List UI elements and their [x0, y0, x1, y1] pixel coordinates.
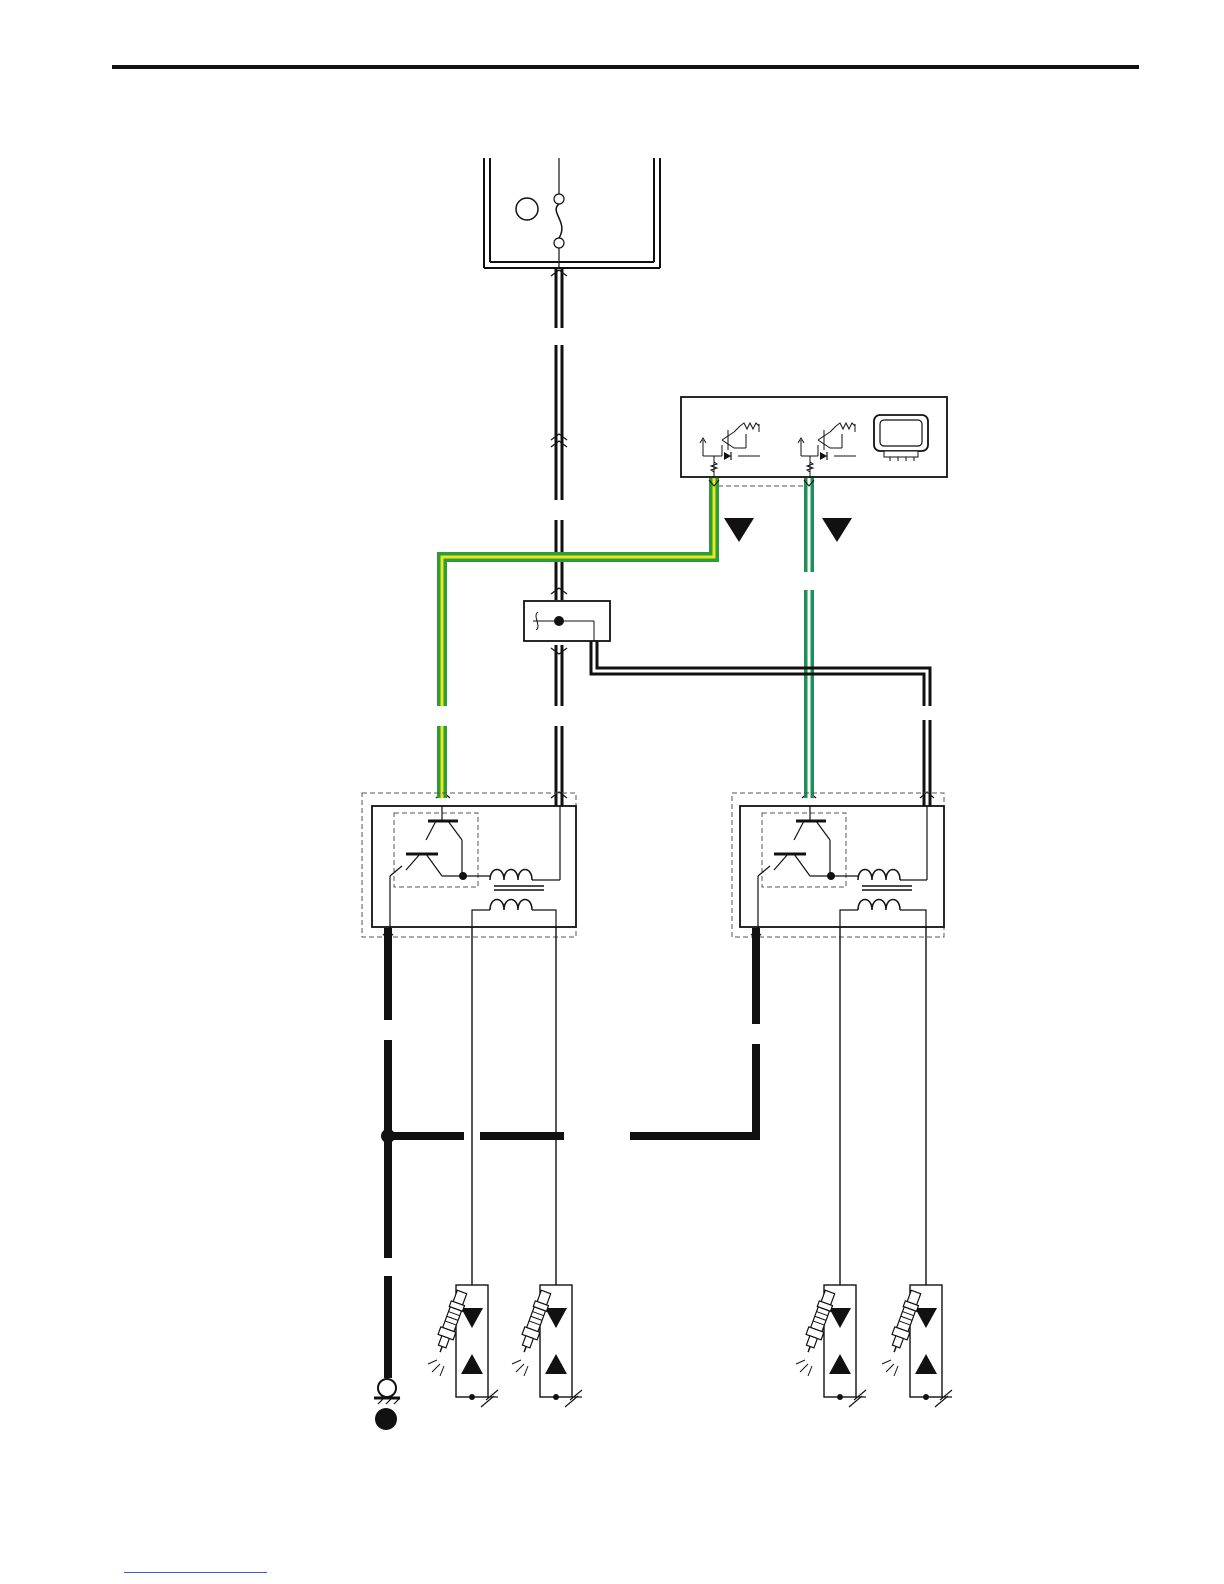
- footer-link-underline[interactable]: [124, 1572, 267, 1573]
- ground-point: [374, 1379, 400, 1430]
- arrow-down-icon: [822, 518, 852, 542]
- arrow-down-icon: [724, 518, 754, 542]
- spark-plug-3: [882, 1285, 952, 1407]
- spark-plug-4: [512, 1285, 582, 1407]
- power-wire-main: [556, 268, 562, 806]
- spark-plug-1: [428, 1285, 498, 1407]
- power-wire-branch: [591, 641, 930, 806]
- fuse-icon: [554, 158, 564, 268]
- signal-wire-green: [804, 478, 814, 798]
- splice-junction-block: [524, 601, 610, 641]
- fuse-box-indicator-circle: [516, 198, 538, 220]
- engine-control-module: [681, 397, 947, 480]
- ground-location-marker: [375, 1408, 397, 1430]
- fuse-box: [484, 158, 660, 268]
- spark-plug-2: [796, 1285, 866, 1407]
- connector-marks: [436, 270, 934, 798]
- ignition-coil-module-1-4: [362, 793, 576, 937]
- ground-splice: [381, 1129, 395, 1143]
- header-rule: [112, 65, 1139, 69]
- ignition-coil-module-2-3: [732, 793, 944, 937]
- ht-leads: [472, 928, 926, 1285]
